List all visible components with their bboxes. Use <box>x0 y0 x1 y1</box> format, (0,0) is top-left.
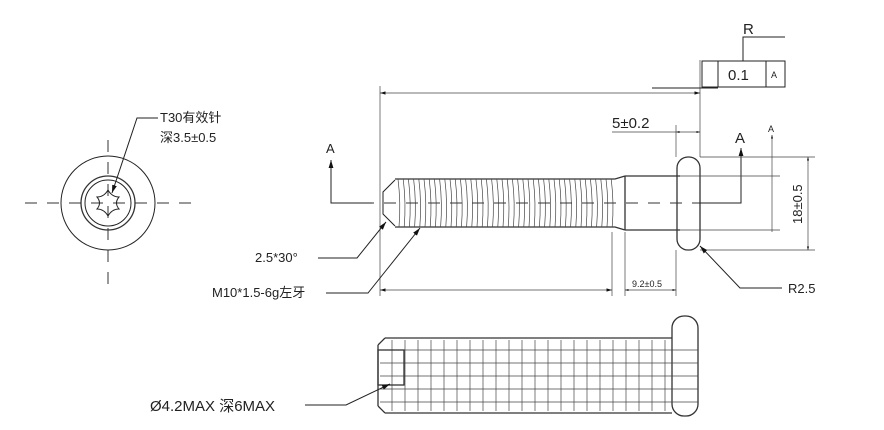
thread-line <box>548 178 551 228</box>
chamfer-leader <box>318 221 387 259</box>
thread-line <box>579 178 583 228</box>
section-arrow-right <box>700 148 744 204</box>
hole-label: Ø4.2MAX 深6MAX <box>150 398 275 415</box>
side-view: 9.2±0.5 5±0.2 R 0.1 A A A A 18±0.5 R2.5 <box>212 21 815 300</box>
fillet-leader <box>699 245 782 289</box>
bottom-bolt-head <box>671 315 699 417</box>
fillet-label: R2.5 <box>788 281 815 296</box>
knurl-grid <box>380 340 698 411</box>
thread-line <box>486 178 489 228</box>
thread-line <box>600 178 603 228</box>
thread-line <box>512 178 515 228</box>
thread-label: M10*1.5-6g左牙 <box>212 285 305 300</box>
thread-line <box>439 178 442 228</box>
head-outer-circle <box>60 155 156 251</box>
chamfer-label: 2.5*30° <box>255 250 298 265</box>
thread-line <box>418 178 421 228</box>
thread-line <box>553 178 557 228</box>
thread-line <box>465 178 468 228</box>
torx-label: T30有效针 <box>160 110 221 125</box>
thread-line <box>423 178 427 228</box>
thread-line <box>527 178 531 228</box>
thread-line <box>397 178 401 228</box>
chamfer <box>382 179 396 227</box>
thread-line <box>460 178 463 228</box>
tolerance-frame: R 0.1 A <box>652 21 786 89</box>
thread-leader <box>326 227 421 294</box>
section-mark-right: A <box>735 130 745 147</box>
thread-line <box>595 178 598 228</box>
head-offset-dim: 5±0.2 <box>612 115 649 132</box>
tolerance-value: 0.1 <box>728 67 749 84</box>
torx-socket-icon <box>95 188 121 218</box>
torx-depth-label: 深3.5±0.5 <box>160 130 216 145</box>
shank-length-dim: 9.2±0.5 <box>632 279 662 289</box>
section-arrow-left <box>328 160 372 204</box>
thread-line <box>402 178 406 228</box>
thread-line <box>506 178 510 228</box>
tolerance-reference: R <box>743 21 754 38</box>
thread-line <box>491 178 494 228</box>
thread-line <box>574 178 577 228</box>
hole-leader <box>305 383 391 406</box>
section-mark-left: A <box>326 141 335 156</box>
end-view: T30有效针 深3.5±0.5 <box>25 110 221 292</box>
datum-mark: A <box>768 124 774 134</box>
bottom-view: Ø4.2MAX 深6MAX <box>150 315 699 417</box>
thread-line <box>532 178 536 228</box>
thread-line <box>444 178 447 228</box>
socket-hole <box>377 349 405 386</box>
torx-leader <box>111 117 158 194</box>
tolerance-datum: A <box>771 70 777 80</box>
socket-ring <box>80 175 136 231</box>
head-diameter-dim: 18±0.5 <box>790 184 805 224</box>
